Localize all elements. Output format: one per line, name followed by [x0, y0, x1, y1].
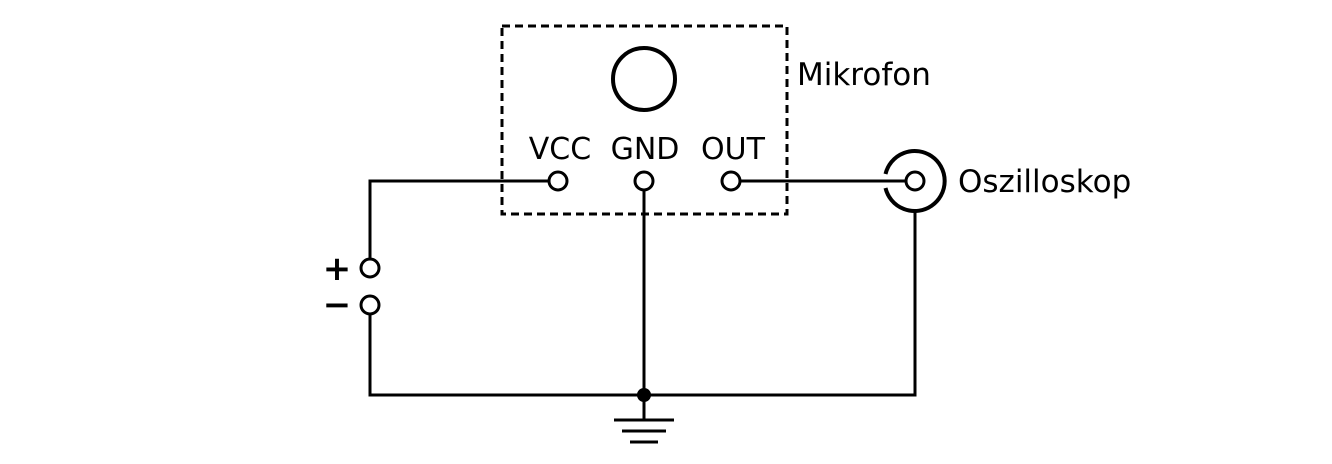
vcc-label: VCC: [529, 132, 591, 167]
gnd-label: GND: [611, 132, 680, 167]
gnd-terminal: [633, 170, 655, 192]
oscilloscope-center-terminal: [904, 170, 926, 192]
vcc-terminal: [547, 170, 569, 192]
supply-minus-terminal: [359, 294, 381, 316]
junction-dot: [637, 388, 651, 402]
oscilloscope-label: Oszilloskop: [958, 164, 1131, 200]
supply-plus-terminal: [359, 257, 381, 279]
supply-minus-label: −: [323, 285, 352, 325]
out-terminal: [720, 170, 742, 192]
microphone-icon: [611, 46, 677, 112]
out-label: OUT: [701, 132, 766, 167]
wire-supply-minus: [368, 314, 644, 397]
ground-icon: [614, 418, 674, 444]
wire-scope-ground: [644, 212, 917, 397]
module-label: Mikrofon: [797, 57, 931, 93]
supply-plus-label: +: [323, 249, 352, 289]
wire-vcc: [368, 179, 548, 259]
oscilloscope-connector-icon: [883, 149, 947, 213]
